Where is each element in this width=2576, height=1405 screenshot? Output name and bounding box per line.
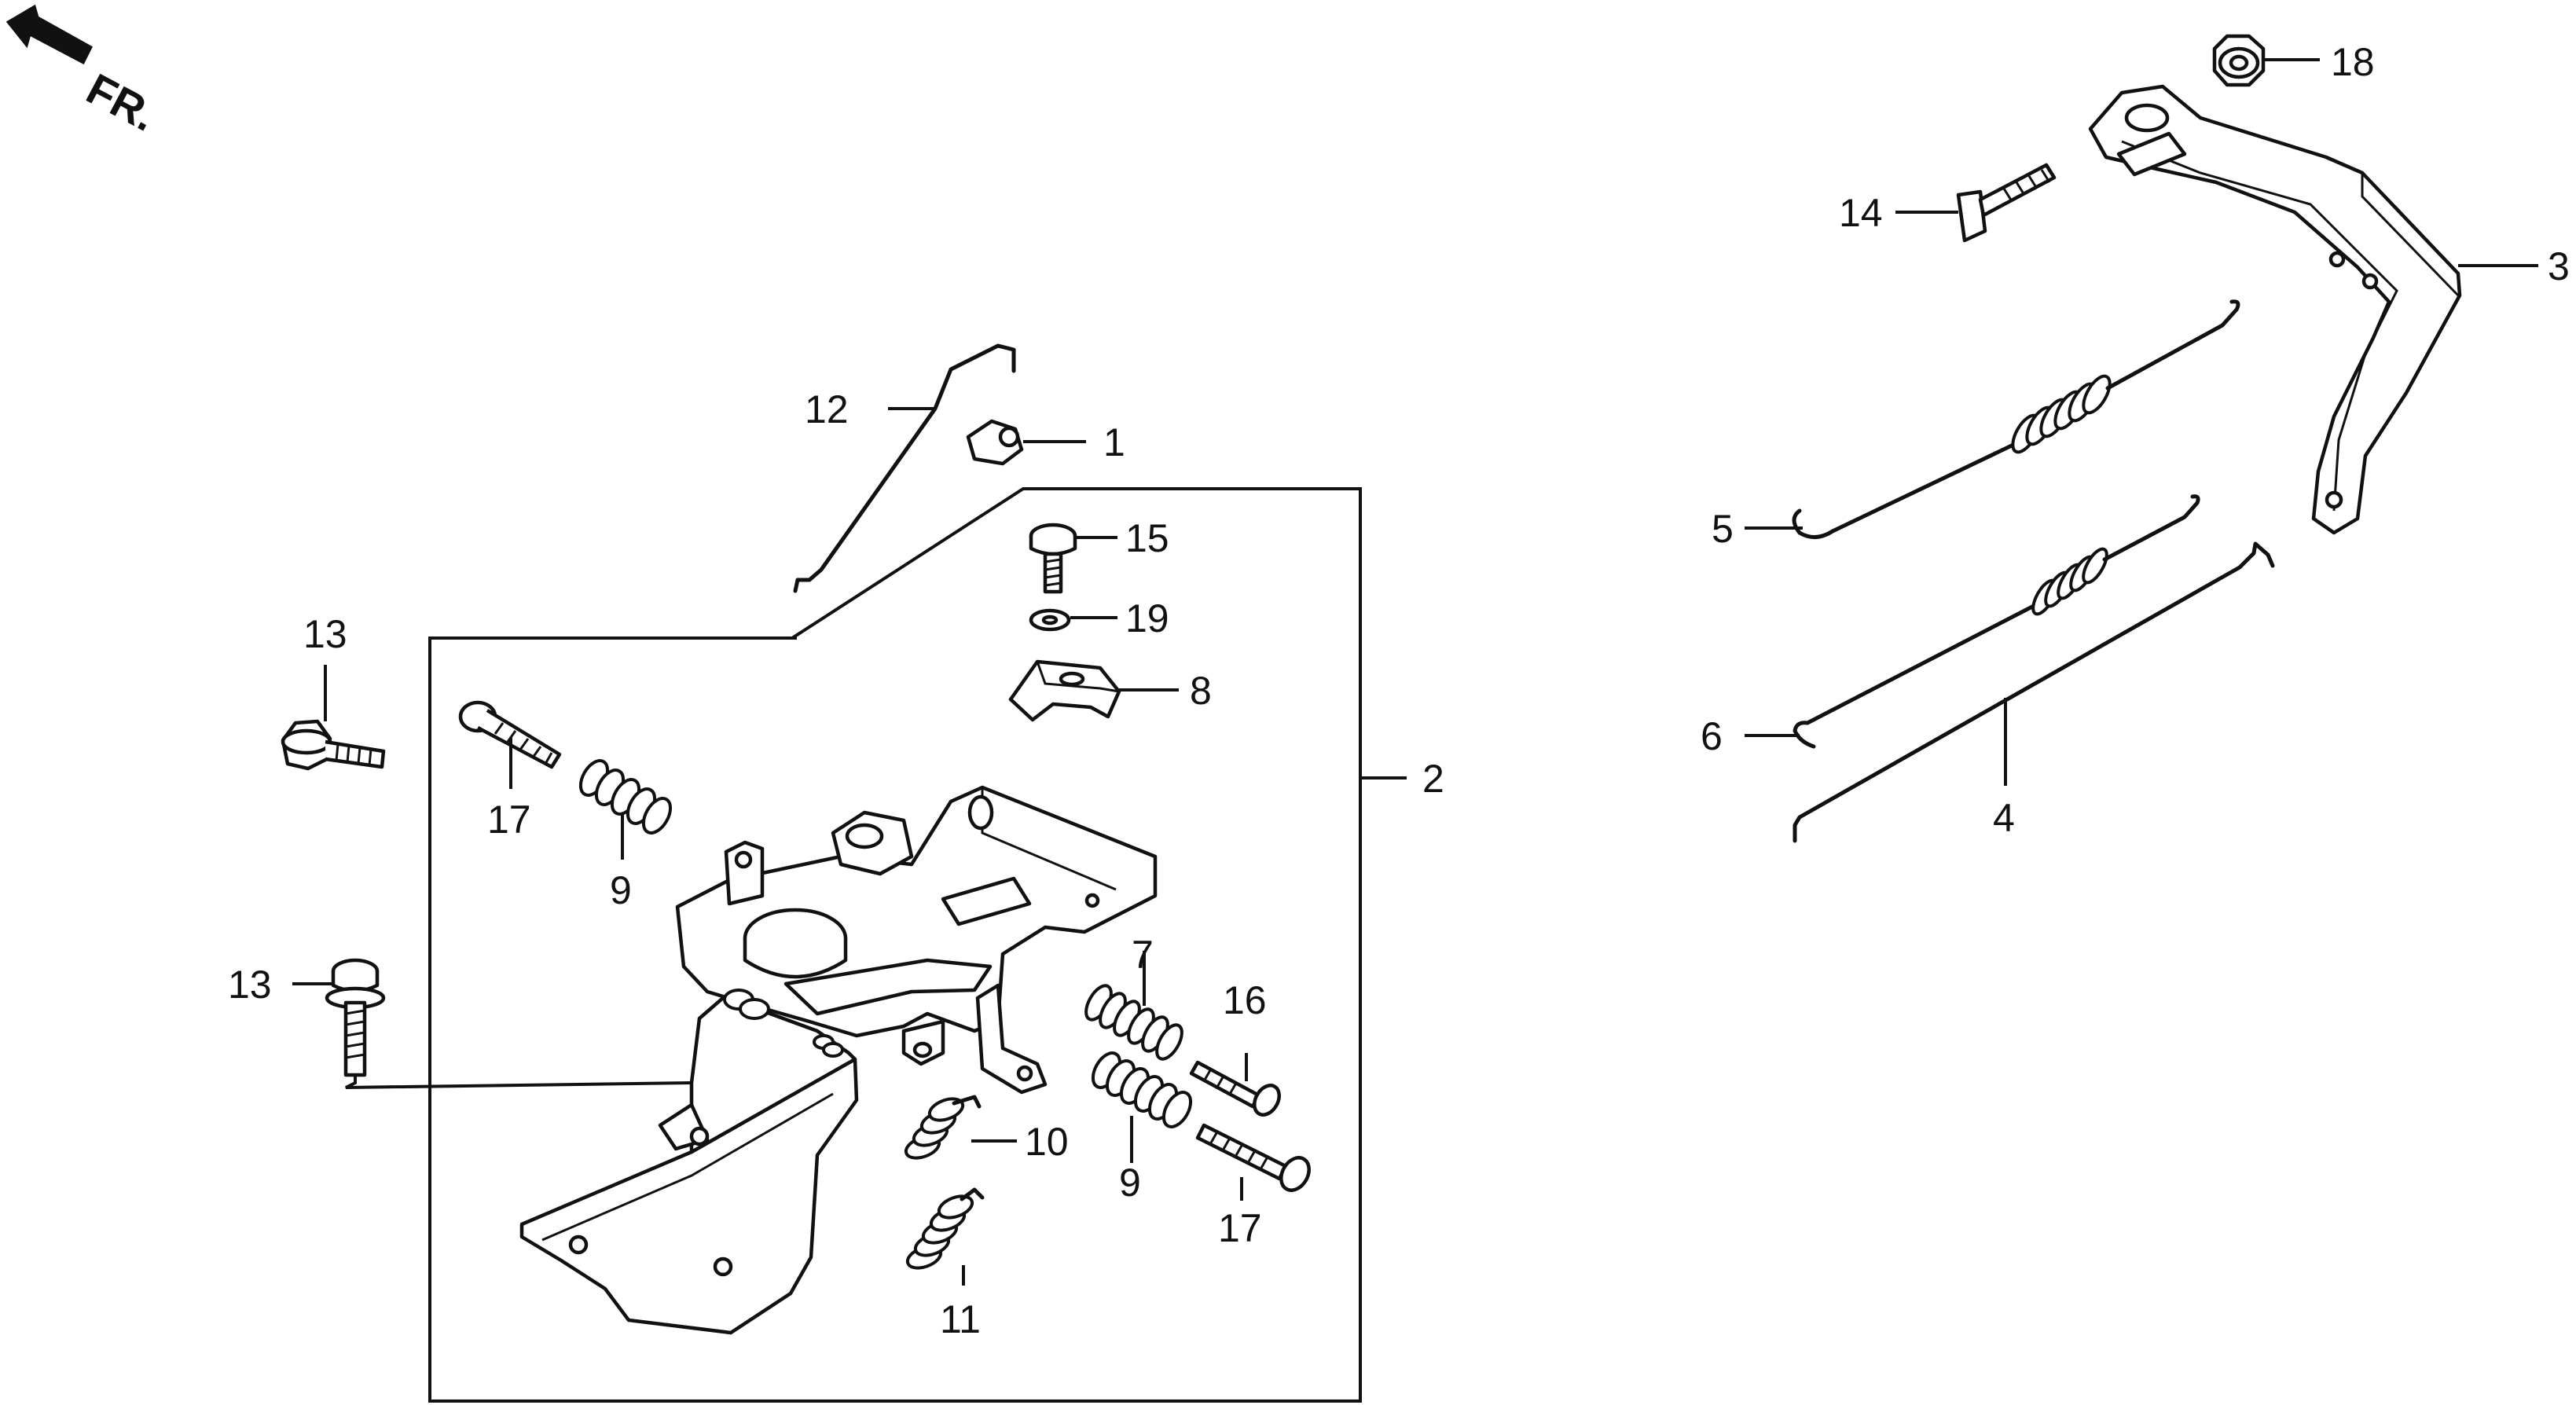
callout-6: 6 [1701, 714, 1723, 758]
spring-7 [1084, 984, 1183, 1061]
callout-7: 7 [1132, 933, 1154, 977]
assembly-frame-dash [791, 487, 1024, 640]
spring-10 [904, 1095, 982, 1160]
front-direction-label: FR. [79, 64, 164, 141]
throttle-rod-4 [1793, 541, 2275, 843]
callout-15: 15 [1125, 516, 1169, 560]
screw-16 [1189, 1060, 1281, 1117]
callout-3: 3 [2548, 244, 2570, 288]
callout-labels: 1 2 3 4 5 6 7 8 9 9 10 11 12 13 13 14 15… [228, 40, 2570, 1341]
spring-rod-5 [1792, 299, 2240, 539]
control-lever-3 [2088, 84, 2462, 535]
callout-2: 2 [1422, 757, 1444, 801]
front-direction-arrow-icon: FR. [6, 4, 165, 141]
screw-17-upper [458, 700, 562, 769]
flange-nut-18 [2212, 34, 2266, 87]
spring-9-upper [578, 759, 673, 835]
callout-9-lower: 9 [1119, 1161, 1141, 1205]
callout-17-upper: 17 [487, 798, 531, 842]
callout-4: 4 [1993, 796, 2015, 840]
callout-9-upper: 9 [610, 868, 632, 912]
flange-bolt-13-upper [281, 719, 386, 771]
callout-19: 19 [1125, 596, 1169, 640]
callout-1: 1 [1103, 420, 1125, 464]
spring-11 [905, 1187, 985, 1270]
callout-13-upper: 13 [303, 612, 347, 656]
control-base-assembly-2 [519, 785, 1158, 1335]
spring-9-lower [1091, 1051, 1193, 1128]
callout-17-lower: 17 [1218, 1206, 1262, 1250]
callout-5: 5 [1712, 507, 1734, 551]
control-rod-12 [793, 343, 1016, 593]
cable-clamp-8 [1008, 659, 1121, 722]
callout-14: 14 [1839, 191, 1883, 235]
screw-17-lower [1195, 1123, 1311, 1192]
callout-16: 16 [1223, 978, 1267, 1022]
callout-8: 8 [1190, 669, 1212, 713]
bolt-14 [1956, 163, 2057, 243]
washer-19 [1029, 608, 1071, 632]
callout-12: 12 [805, 387, 849, 431]
rod-clip-1 [966, 419, 1024, 466]
spring-rod-6 [1793, 494, 2200, 749]
callout-10: 10 [1025, 1120, 1069, 1164]
bolt-15 [1029, 523, 1077, 594]
callout-13-lower: 13 [228, 963, 272, 1007]
flange-bolt-13-lower [325, 958, 386, 1077]
leader-lines [292, 58, 2538, 1286]
callout-11: 11 [940, 1297, 981, 1341]
callout-18: 18 [2331, 40, 2375, 84]
bolt-13-leader [345, 1075, 692, 1089]
